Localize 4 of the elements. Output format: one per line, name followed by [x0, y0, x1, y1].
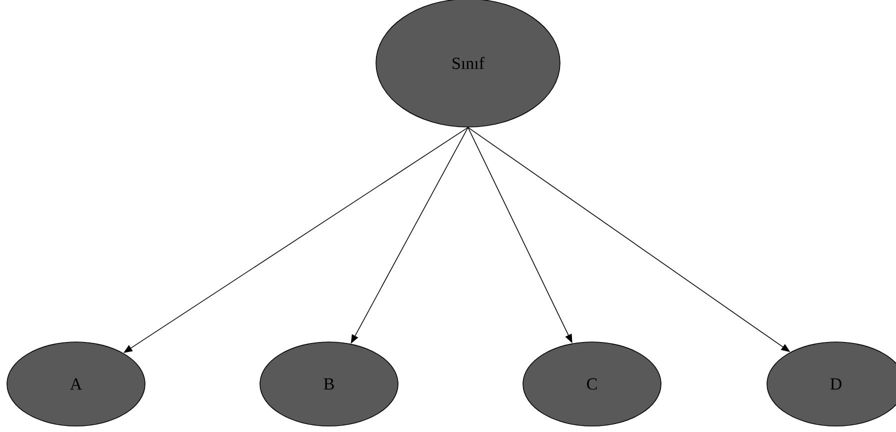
- ellipse-node: A: [6, 342, 146, 426]
- ellipse-node: C: [522, 342, 662, 426]
- ellipse-node: B: [260, 342, 398, 426]
- ellipse-node: D: [766, 342, 896, 426]
